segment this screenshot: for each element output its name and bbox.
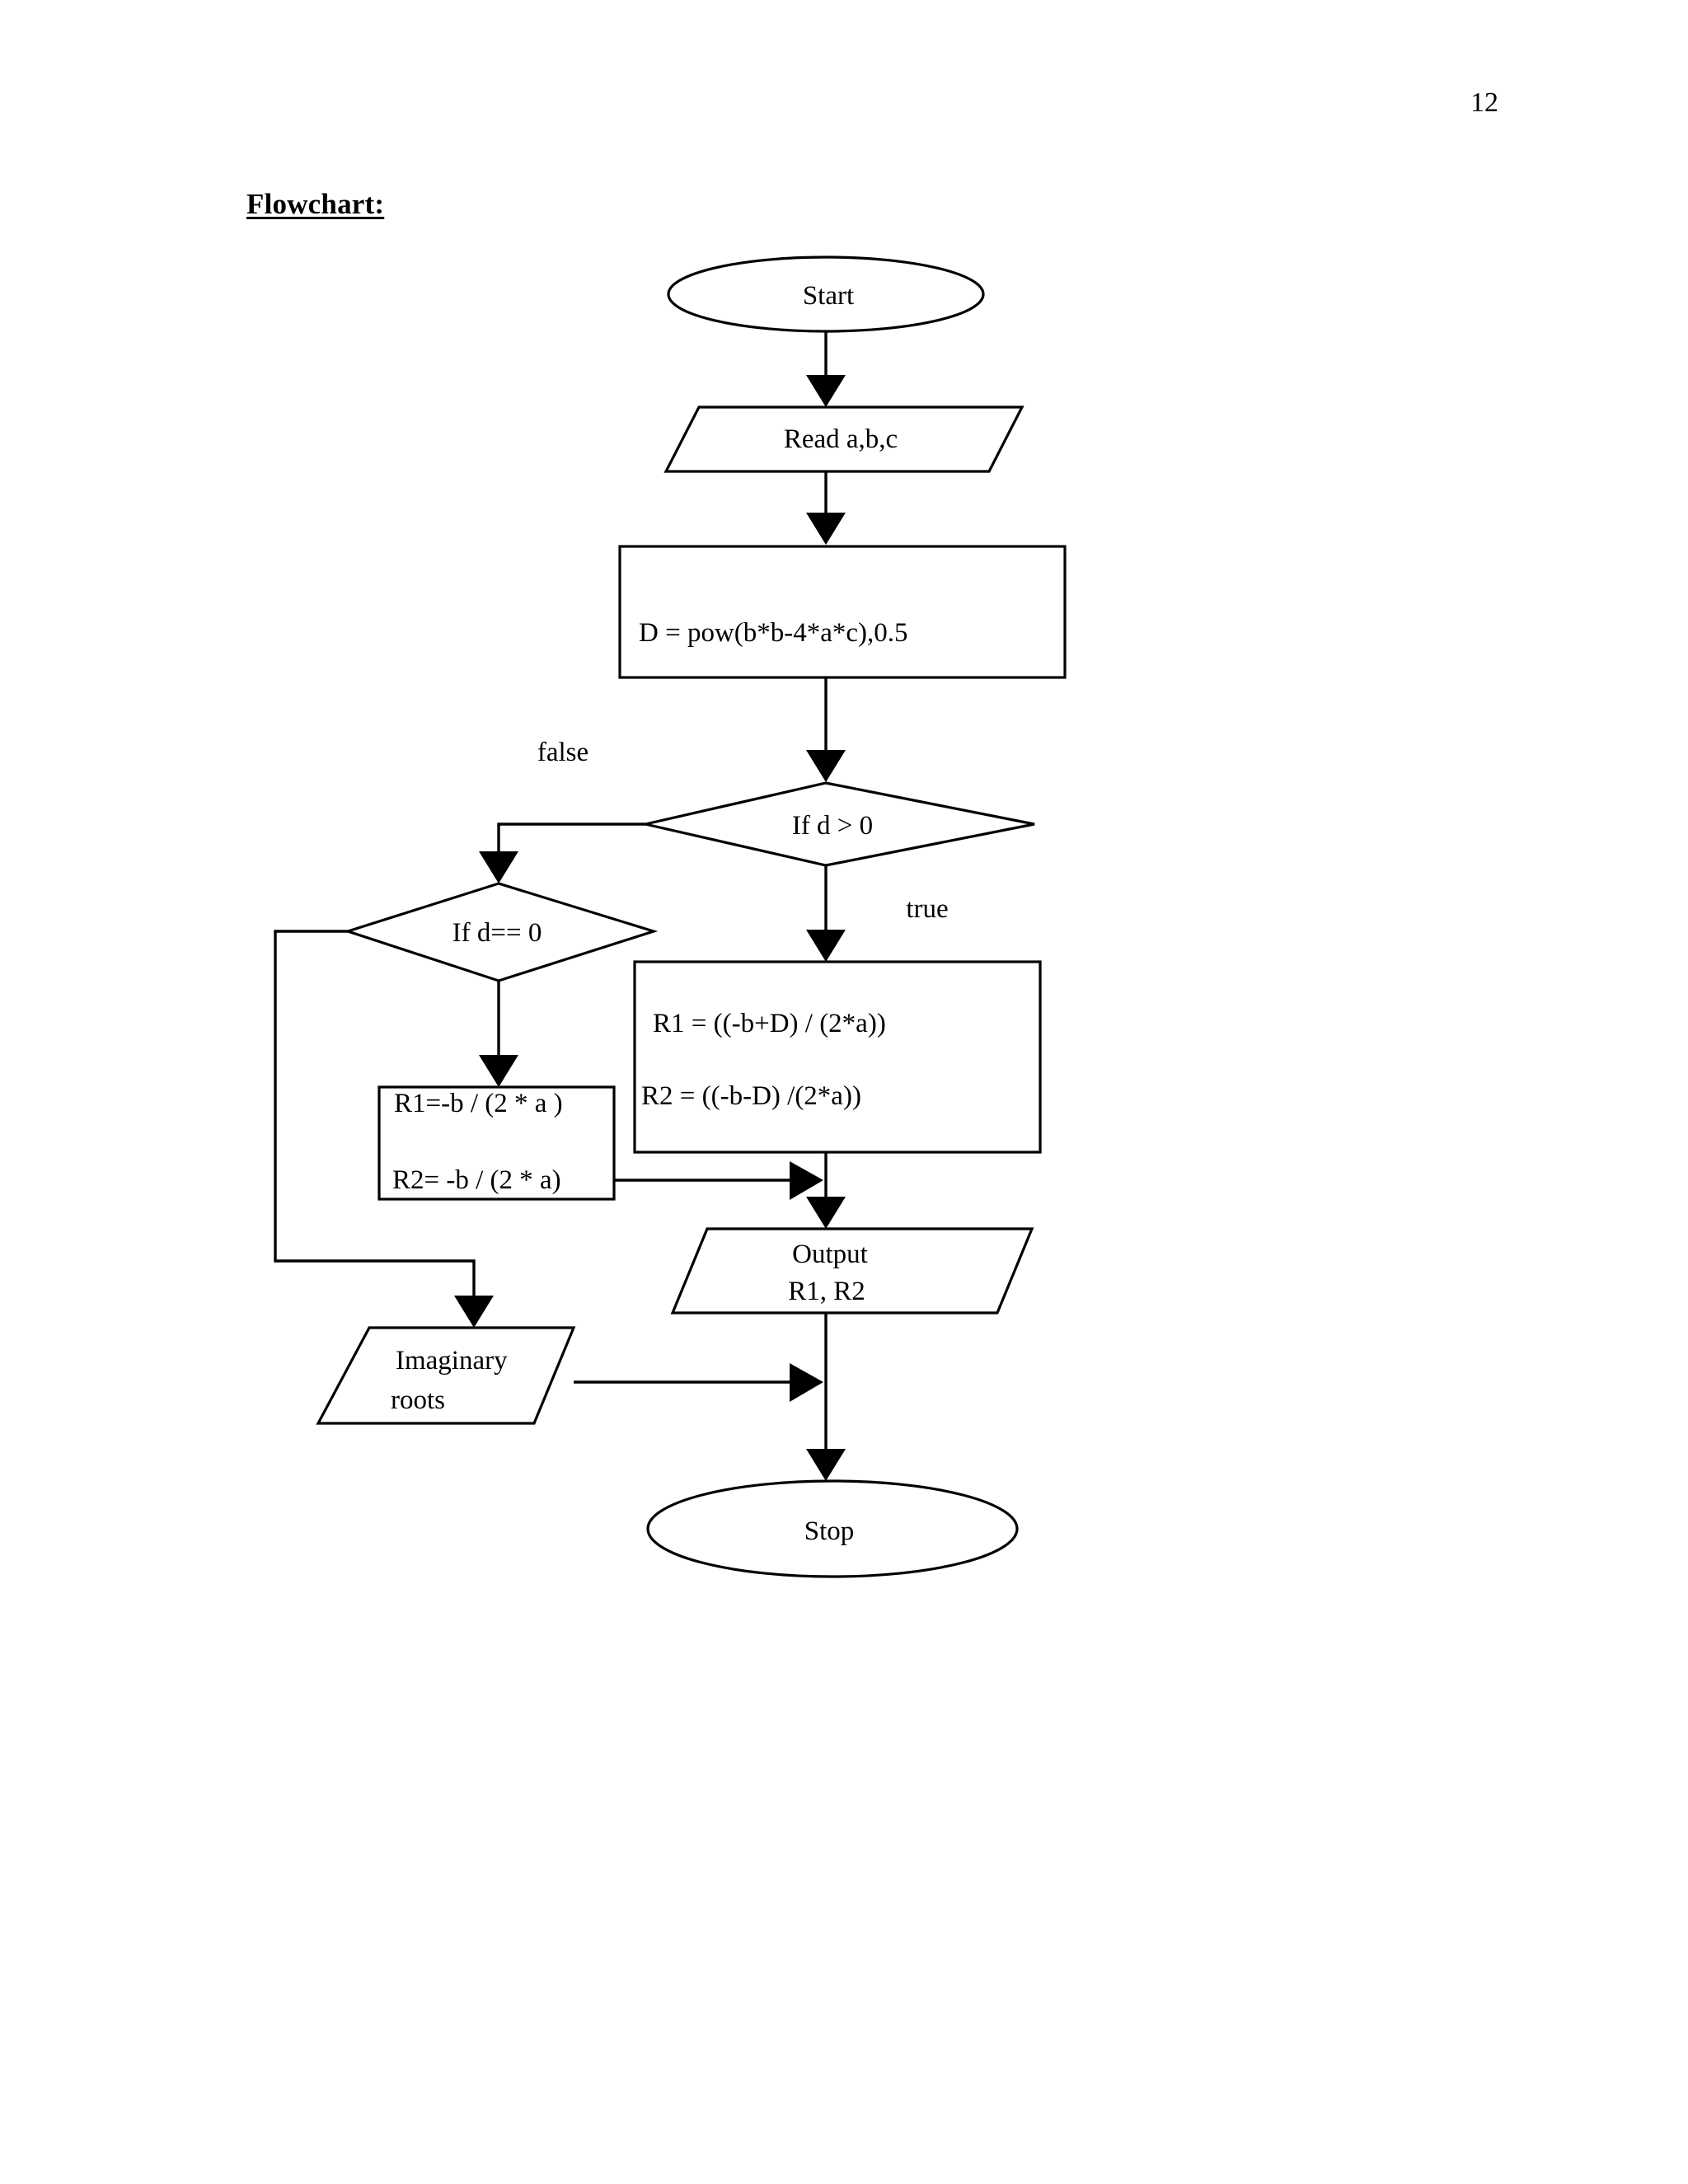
edge-imaginary-to-main-column [574, 1363, 823, 1402]
node-output-label-line2: R1, R2 [788, 1277, 865, 1306]
node-imaginary-roots-label-line2: roots [391, 1385, 445, 1415]
edge-if-d-gt-0-false-to-if-d-eq-0 [479, 823, 645, 883]
node-output[interactable]: Output R1, R2 [670, 1227, 1034, 1315]
node-read[interactable]: Read a,b,c [663, 405, 1025, 473]
edge-output-to-stop [806, 1313, 846, 1481]
node-start[interactable]: Start [667, 255, 985, 333]
node-real-roots-label-line1: R1 = ((-b+D) / (2*a)) [653, 1009, 886, 1038]
node-stop[interactable]: Stop [646, 1479, 1019, 1578]
node-equal-roots-label-line2: R2= -b / (2 * a) [392, 1165, 561, 1195]
node-if-d-equals-zero[interactable]: If d== 0 [343, 882, 659, 982]
node-real-roots[interactable]: R1 = ((-b+D) / (2*a)) R2 = ((-b-D) /(2*a… [633, 960, 1042, 1154]
edge-label-false-text: false [537, 738, 588, 767]
node-equal-roots-label-line1: R1=-b / (2 * a ) [394, 1089, 563, 1118]
edge-real-roots-to-output [806, 1152, 846, 1229]
edge-if-d-eq-0-to-equal-roots [479, 981, 518, 1087]
edge-start-to-read [806, 331, 846, 407]
edge-if-d-eq-0-false-to-imaginary [274, 930, 494, 1328]
node-discriminant-label: D = pow(b*b-4*a*c),0.5 [639, 618, 908, 648]
node-if-d-equals-zero-label: If d== 0 [452, 918, 542, 948]
edge-discriminant-to-if-d-gt-0 [806, 677, 846, 782]
node-start-label: Start [803, 281, 854, 311]
node-stop-label: Stop [804, 1516, 855, 1546]
node-discriminant[interactable]: D = pow(b*b-4*a*c),0.5 [618, 545, 1067, 679]
page-number: 12 [1470, 87, 1498, 118]
node-real-roots-label-line2: R2 = ((-b-D) /(2*a)) [641, 1081, 861, 1111]
edge-if-d-gt-0-true-to-real-roots [806, 865, 846, 962]
page-title: Flowchart: [246, 188, 385, 220]
edge-label-false: false [537, 738, 588, 767]
edge-read-to-discriminant [806, 471, 846, 545]
node-imaginary-roots-label-line1: Imaginary [396, 1346, 508, 1376]
node-if-d-greater-than-zero[interactable]: If d > 0 [645, 781, 1035, 867]
edge-equal-roots-to-main-column [614, 1161, 823, 1200]
node-output-label-line1: Output [792, 1240, 868, 1269]
node-imaginary-roots[interactable]: Imaginary roots [316, 1326, 576, 1425]
edge-label-true: true [906, 894, 948, 924]
node-equal-roots[interactable]: R1=-b / (2 * a ) R2= -b / (2 * a) [377, 1085, 616, 1201]
node-read-label: Read a,b,c [784, 424, 898, 454]
edge-label-true-text: true [906, 894, 948, 924]
node-if-d-greater-than-zero-label: If d > 0 [792, 811, 873, 841]
